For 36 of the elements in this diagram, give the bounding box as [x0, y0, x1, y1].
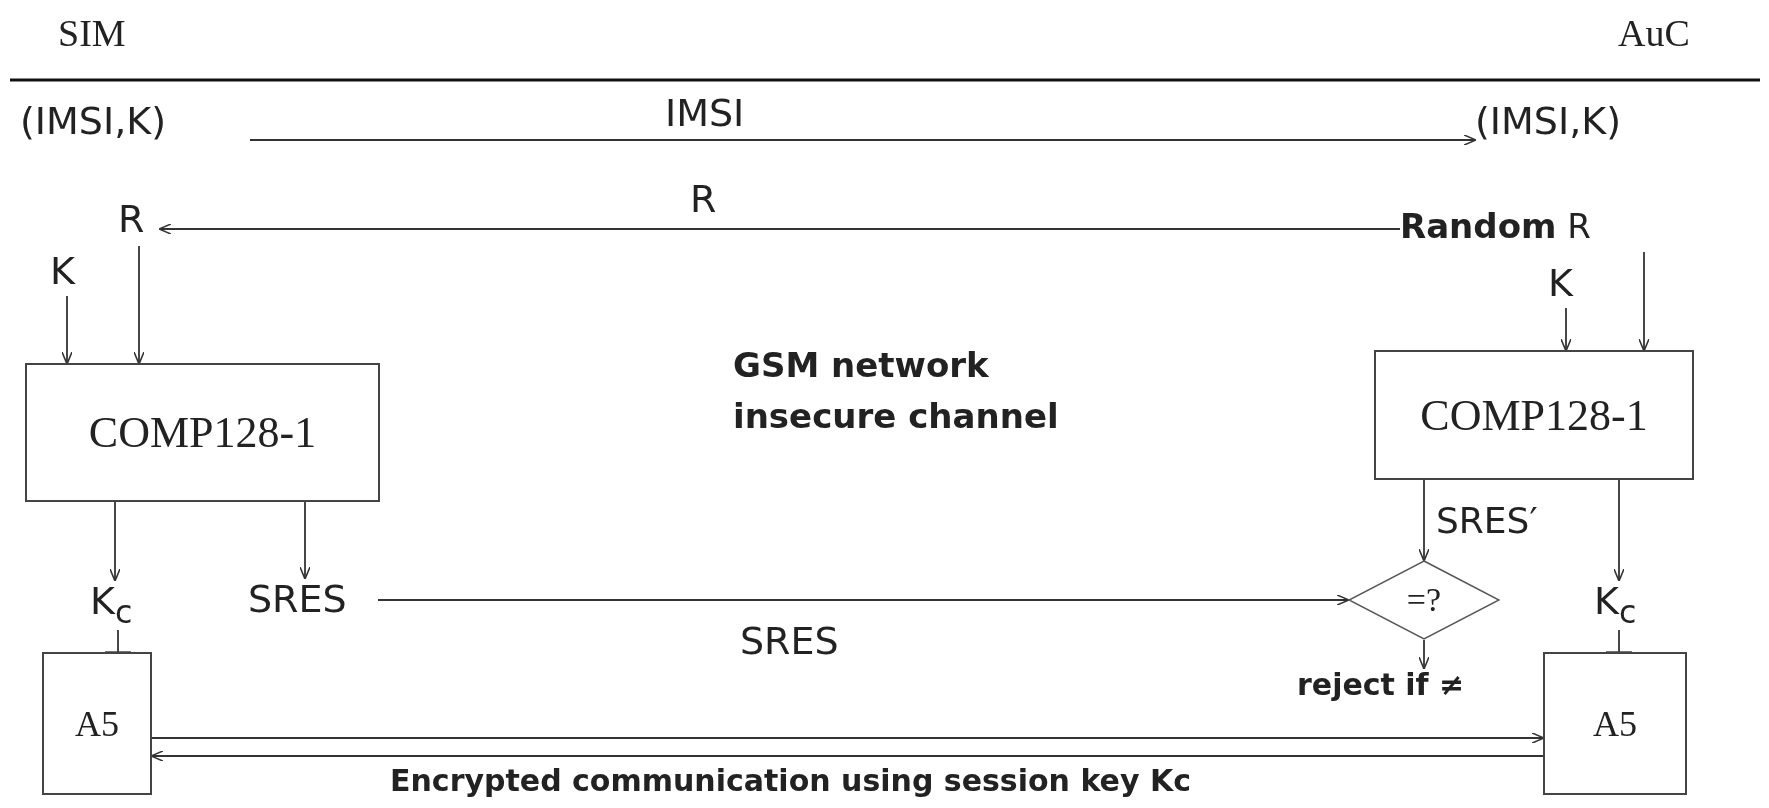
algorithm-box: COMP128-1	[25, 363, 380, 502]
arrow	[377, 594, 1350, 606]
arrow	[1560, 307, 1572, 352]
arrow	[1418, 639, 1430, 670]
edge-label: SRES	[740, 620, 839, 664]
arrow	[1613, 479, 1625, 582]
key-label: K	[1548, 262, 1586, 308]
party-heading: AuC	[1618, 12, 1690, 56]
random-label: Random R	[1400, 207, 1662, 252]
algorithm-box: COMP128-1	[1374, 350, 1694, 480]
comparison-diamond: =?	[1348, 560, 1500, 640]
cipher-box: A5	[42, 652, 152, 795]
arrow	[1638, 251, 1650, 352]
key-pair-label: (IMSI,K)	[1475, 100, 1705, 150]
arrow	[299, 501, 311, 580]
reject-note: reject if ≠	[1297, 668, 1523, 708]
arrow	[133, 245, 145, 365]
arrow	[151, 732, 1545, 744]
cipher-box: A5	[1543, 652, 1687, 795]
session-key-label: K$_{c}$	[90, 580, 150, 630]
edge-label: R	[690, 178, 717, 222]
arrow	[249, 134, 1477, 146]
arrow	[61, 295, 73, 365]
session-key-label: K$_{c}$	[1594, 580, 1654, 630]
key-label: K	[50, 250, 84, 296]
party-heading: SIM	[58, 12, 126, 56]
key-pair-label: (IMSI,K)	[20, 100, 250, 150]
response-label: SRES	[248, 578, 378, 626]
random-label: R	[118, 198, 160, 246]
edge-label: SRES′	[1436, 500, 1538, 542]
arrow	[109, 501, 121, 582]
edge-label: IMSI	[665, 92, 745, 136]
edge-label: Encrypted communication using session key Kc	[390, 764, 1191, 799]
arrow	[158, 223, 1401, 235]
channel-note: GSM network insecure channel	[733, 344, 1060, 438]
arrow	[1418, 479, 1430, 562]
